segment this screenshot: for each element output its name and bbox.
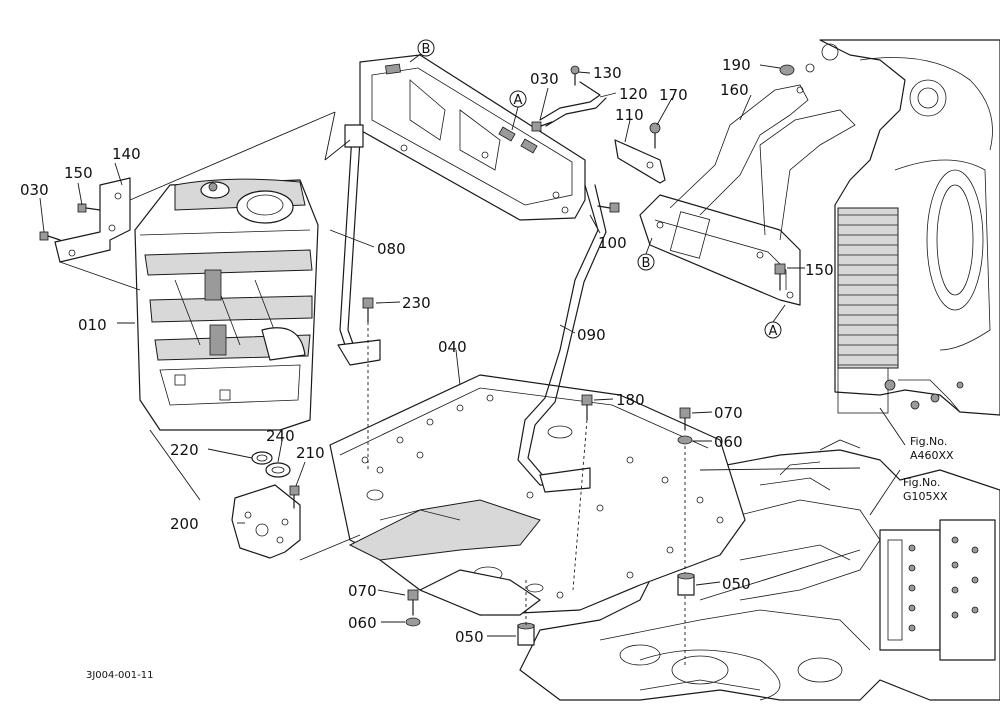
ref-marker-b-right: B bbox=[637, 253, 655, 271]
callout-190: 190 bbox=[722, 56, 751, 74]
bolt-070-left bbox=[407, 589, 419, 616]
callout-090: 090 bbox=[577, 326, 606, 344]
svg-text:G105XX: G105XX bbox=[903, 490, 948, 503]
callout-070-left: 070 bbox=[348, 582, 377, 600]
washer-060-left bbox=[405, 617, 421, 627]
callout-030-top: 030 bbox=[530, 70, 559, 88]
callout-010: 010 bbox=[78, 316, 107, 334]
callout-220: 220 bbox=[170, 441, 199, 459]
bolt-030-left bbox=[39, 231, 61, 241]
callout-120: 120 bbox=[619, 85, 648, 103]
air-cleaner-010 bbox=[134, 178, 319, 431]
callout-070-right: 070 bbox=[714, 404, 743, 422]
callout-060-left: 060 bbox=[348, 614, 377, 632]
callout-150-left: 150 bbox=[64, 164, 93, 182]
figure-reference-a460xx[interactable]: Fig.No. A460XX bbox=[910, 435, 954, 462]
spacer-050-right bbox=[677, 572, 695, 596]
callout-labels: 010 030 150 140 080 030 130 120 110 170 … bbox=[20, 56, 834, 646]
grommet-220 bbox=[251, 451, 273, 465]
bracket-160 bbox=[639, 84, 856, 306]
svg-text:A: A bbox=[514, 93, 523, 108]
callout-050-right: 050 bbox=[722, 575, 751, 593]
ref-marker-a-right: A bbox=[764, 321, 782, 339]
callout-200: 200 bbox=[170, 515, 199, 533]
callout-140: 140 bbox=[112, 145, 141, 163]
callout-100: 100 bbox=[598, 234, 627, 252]
bolt-170 bbox=[649, 122, 661, 149]
svg-text:Fig.No.: Fig.No. bbox=[910, 435, 947, 448]
callout-080: 080 bbox=[377, 240, 406, 258]
callout-210: 210 bbox=[296, 444, 325, 462]
bracket-110 bbox=[614, 139, 666, 184]
callout-130: 130 bbox=[593, 64, 622, 82]
diagram-code: 3J004-001-11 bbox=[86, 670, 153, 681]
callout-040: 040 bbox=[438, 338, 467, 356]
callout-160: 160 bbox=[720, 81, 749, 99]
figure-reference-g105xx[interactable]: Fig.No. G105XX bbox=[903, 476, 948, 503]
grommet-240 bbox=[265, 462, 291, 478]
ref-marker-a-top: A bbox=[509, 90, 527, 108]
svg-text:A: A bbox=[769, 324, 778, 339]
nut-190 bbox=[779, 64, 795, 76]
bolt-210 bbox=[289, 485, 300, 509]
bolt-030-top bbox=[531, 121, 553, 132]
callout-240: 240 bbox=[266, 427, 295, 445]
callout-230: 230 bbox=[402, 294, 431, 312]
radiator-grille bbox=[838, 214, 898, 366]
bolt-180 bbox=[572, 394, 593, 591]
svg-text:Fig.No.: Fig.No. bbox=[903, 476, 940, 489]
callout-110: 110 bbox=[615, 106, 644, 124]
callout-170: 170 bbox=[659, 86, 688, 104]
callout-050-left: 050 bbox=[455, 628, 484, 646]
datum-lines bbox=[59, 111, 906, 601]
spacer-050-left bbox=[517, 580, 535, 646]
bolt-130 bbox=[570, 65, 580, 86]
rod-120 bbox=[539, 81, 607, 127]
floor-plate-040 bbox=[329, 374, 746, 616]
callout-060-right: 060 bbox=[714, 433, 743, 451]
bracket-140 bbox=[54, 177, 131, 263]
engine-radiator-assembly bbox=[805, 39, 1000, 416]
heat-shield-200 bbox=[231, 484, 301, 559]
rod-080 bbox=[337, 124, 381, 366]
upper-bracket-frame bbox=[359, 54, 586, 221]
bolt-150-left bbox=[77, 203, 101, 213]
bolt-100 bbox=[597, 202, 620, 213]
bolt-070-right bbox=[679, 407, 691, 431]
washer-060-right bbox=[677, 435, 693, 665]
tractor-frame bbox=[519, 439, 1000, 701]
callout-030-left: 030 bbox=[20, 181, 49, 199]
callout-180: 180 bbox=[616, 391, 645, 409]
callout-150-right: 150 bbox=[805, 261, 834, 279]
svg-text:B: B bbox=[422, 42, 431, 57]
bolt-230 bbox=[362, 297, 374, 470]
svg-text:B: B bbox=[642, 256, 651, 271]
bolt-150-right bbox=[774, 263, 786, 291]
rod-090 bbox=[517, 184, 607, 493]
ref-marker-b-top: B bbox=[417, 39, 435, 57]
svg-text:A460XX: A460XX bbox=[910, 449, 954, 462]
